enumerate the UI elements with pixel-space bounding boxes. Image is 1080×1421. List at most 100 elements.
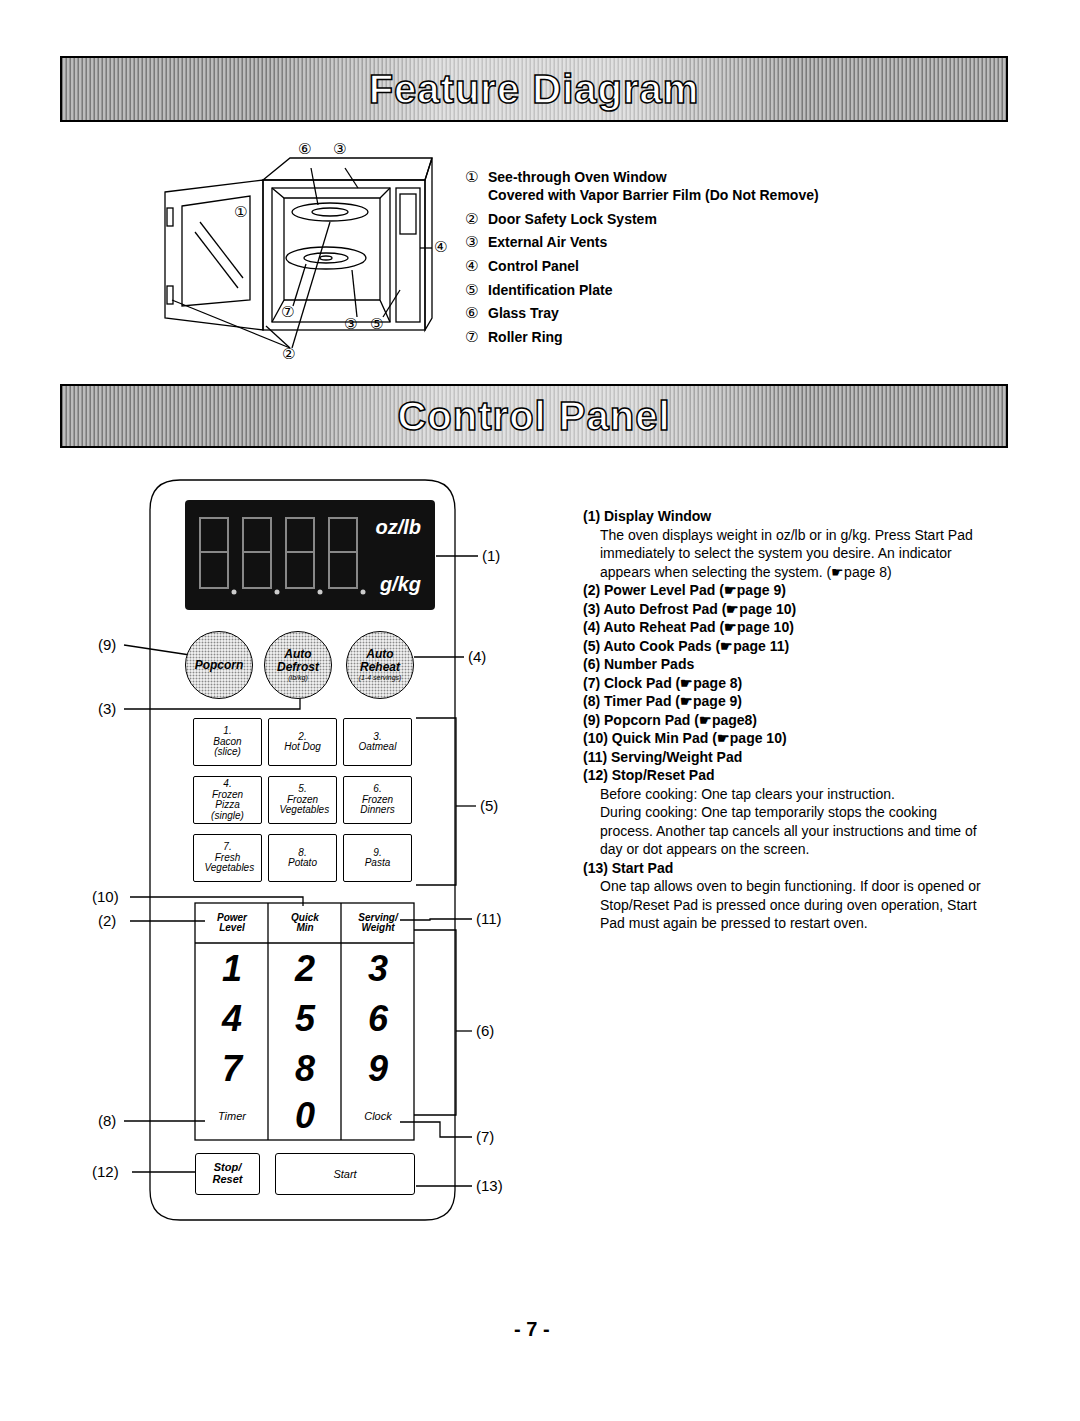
pad-text: 5. (298, 784, 306, 795)
description-column: (1) Display WindowThe oven displays weig… (583, 507, 983, 933)
display-window (185, 500, 435, 610)
pad-text: Bacon (slice) (205, 737, 251, 758)
see-through-window (182, 196, 250, 306)
part-name: Covered with Vapor Barrier Film (Do Not … (488, 187, 819, 203)
roller-ring (286, 247, 366, 269)
pad-text: oz/lb (375, 516, 421, 539)
callout-number: (1) (482, 547, 500, 564)
pad-text: Control Panel (397, 394, 670, 439)
auto-cook-pad: 8.Potato (268, 834, 337, 882)
part-name: See-through Oven Window (488, 169, 667, 185)
pad-text: (1-4 servings) (359, 674, 402, 681)
number-pad: 7 (196, 1045, 268, 1093)
callout-number: (3) (98, 700, 116, 717)
door-latch (167, 286, 173, 304)
function-pad: Quick Min (269, 904, 341, 942)
round-pad: Auto Reheat(1-4 servings) (346, 631, 414, 699)
roller-ring (320, 256, 332, 260)
description-text: The oven displays weight in oz/lb or in … (600, 526, 983, 582)
pad-text: 9. (373, 848, 381, 859)
callout-number: (6) (476, 1022, 494, 1039)
description-heading: (5) Auto Cook Pads (☛page 11) (583, 637, 983, 656)
callout-number: (4) (468, 648, 486, 665)
callout-number: (7) (476, 1128, 494, 1145)
pad-text: Auto Defrost (271, 648, 325, 673)
auto-cook-pad: 5.Frozen Vegetables (268, 776, 337, 824)
auto-cook-pad: 3.Oatmeal (343, 718, 412, 766)
description-text: One tap allows oven to begin functioning… (600, 877, 983, 933)
pad-text: 3 (368, 951, 388, 987)
description-text: During cooking: One tap temporarily stop… (600, 803, 983, 859)
callout-number: ⑦ (465, 328, 478, 346)
pad-text: Clock (364, 1110, 392, 1122)
pad-text: Timer (218, 1110, 246, 1122)
cavity-back (284, 299, 380, 300)
auto-cook-pad: 7.Fresh Vegetables (193, 834, 262, 882)
pad-text: 4 (222, 1001, 242, 1037)
pad-text: Frozen Dinners (355, 795, 401, 816)
description-heading: (2) Power Level Pad (☛page 9) (583, 581, 983, 600)
callout-number: (10) (92, 888, 119, 905)
pad-text: 3. (373, 732, 381, 743)
description-heading: (9) Popcorn Pad (☛page8) (583, 711, 983, 730)
round-pad: Auto Defrost(lb/kg) (264, 631, 332, 699)
number-pad: 5 (269, 995, 341, 1043)
callout-number: ① (465, 168, 478, 186)
pad-text: 0 (295, 1098, 315, 1134)
glass-tray (292, 203, 368, 221)
description-heading: (7) Clock Pad (☛page 8) (583, 674, 983, 693)
keypad-outline (195, 903, 414, 1140)
oven-front (263, 180, 425, 330)
callout-number: ③ (465, 233, 478, 251)
pad-text: 4. (223, 779, 231, 790)
pad-text: Feature Diagram (369, 67, 700, 112)
display-window: oz/lbg/kg (185, 500, 435, 610)
pad-text: Oatmeal (359, 742, 397, 753)
callout-number: ③ (333, 140, 346, 158)
description-heading: (4) Auto Reheat Pad (☛page 10) (583, 618, 983, 637)
function-pad: Serving/ Weight (342, 904, 414, 942)
callout-number: (5) (480, 797, 498, 814)
cavity-back (272, 188, 390, 198)
callout-number: ⑥ (465, 304, 478, 322)
part-name: Glass Tray (488, 305, 559, 321)
oven-top (263, 158, 432, 180)
pad-text: (lb/kg) (288, 674, 307, 681)
door-latch (167, 208, 173, 226)
window-reflection (195, 232, 238, 288)
description-heading: (11) Serving/Weight Pad (583, 748, 983, 767)
description-heading: (6) Number Pads (583, 655, 983, 674)
oven-display (400, 194, 416, 234)
pad-text: Auto Reheat (353, 648, 407, 673)
panel-outline (150, 480, 455, 1220)
description-heading: (13) Start Pad (583, 859, 983, 878)
callout-number: ③ (344, 315, 357, 333)
oven-control-strip (396, 188, 420, 322)
callout-number: ④ (465, 257, 478, 275)
pad-text: 8 (295, 1051, 315, 1087)
pad-text: 2. (298, 732, 306, 743)
pad-text: 1. (223, 726, 231, 737)
roller-ring (304, 253, 348, 263)
callout-number: ⑤ (370, 315, 383, 333)
pad-text: 2 (295, 951, 315, 987)
pad-text: 6. (373, 784, 381, 795)
description-heading: (10) Quick Min Pad (☛page 10) (583, 729, 983, 748)
auto-cook-pad: 9.Pasta (343, 834, 412, 882)
description-heading: (3) Auto Defrost Pad (☛page 10) (583, 600, 983, 619)
pad-text: Frozen Vegetables (280, 795, 326, 816)
number-pad: 9 (342, 1045, 414, 1093)
callout-number: ② (282, 345, 295, 363)
pad-text: Power Level (209, 913, 255, 934)
glass-tray (312, 208, 348, 216)
callout-number: ① (234, 203, 247, 221)
pad-text: Start (333, 1168, 356, 1180)
pad-text: Serving/ Weight (355, 913, 401, 934)
window-reflection (200, 222, 243, 278)
callout-number: ⑤ (465, 281, 478, 299)
start-pad: Start (275, 1153, 415, 1195)
pad-text: 7 (222, 1051, 242, 1087)
oven-side (425, 158, 432, 330)
callout-number: (8) (98, 1112, 116, 1129)
callout-number: (9) (98, 636, 116, 653)
